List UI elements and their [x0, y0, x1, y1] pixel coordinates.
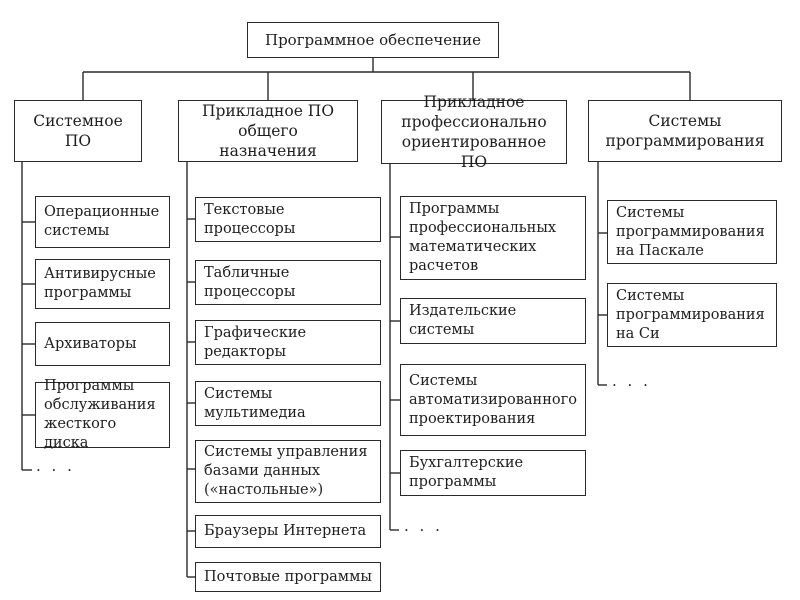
more-items-col4: . . .	[612, 372, 651, 390]
item-archivers: Архиваторы	[35, 322, 170, 366]
item-c-programming-systems: Системы программирования на Си	[607, 283, 777, 347]
item-accounting-programs: Бухгалтерские программы	[400, 450, 586, 496]
item-multimedia-systems: Системы мультимедиа	[195, 381, 381, 426]
item-disk-maintenance-programs: Программы обслуживания жесткого диска	[35, 378, 170, 451]
root-node: Программное обеспечение	[247, 22, 499, 58]
item-publishing-systems: Издательские системы	[400, 298, 586, 344]
item-antivirus-programs: Антивирусные программы	[35, 259, 170, 309]
category-system-software: Системное ПО	[14, 100, 142, 162]
item-operating-systems: Операционные системы	[35, 196, 170, 248]
item-internet-browsers: Браузеры Интернета	[195, 515, 381, 548]
item-spreadsheets: Табличные процессоры	[195, 260, 381, 305]
item-graphic-editors: Графические редакторы	[195, 320, 381, 365]
category-professional-application-software: Прикладное профессионально ориентированн…	[381, 93, 567, 171]
item-database-management-systems: Системы управления базами данных («насто…	[195, 440, 381, 503]
item-cad-systems: Системы автоматизированного проектирован…	[400, 364, 586, 436]
item-math-calculation-programs: Программы профессиональных математически…	[400, 196, 586, 280]
item-email-programs: Почтовые программы	[195, 562, 381, 592]
more-items-col1: . . .	[36, 457, 75, 475]
item-pascal-programming-systems: Системы программирования на Паскале	[607, 200, 777, 264]
more-items-col3: . . .	[404, 517, 443, 535]
item-word-processors: Текстовые процессоры	[195, 197, 381, 242]
category-general-application-software: Прикладное ПО общего назначения	[178, 100, 358, 162]
category-programming-systems: Системы программирования	[588, 100, 782, 162]
